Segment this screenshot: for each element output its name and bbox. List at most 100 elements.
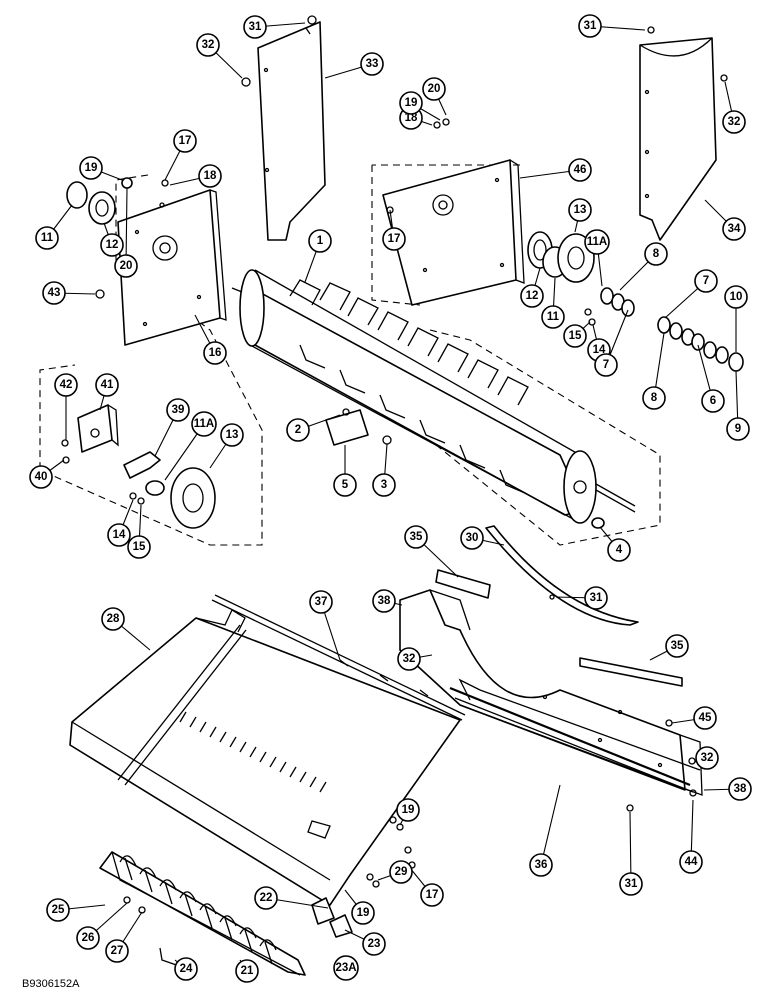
callout-38: 38 bbox=[372, 589, 396, 613]
callout-label: 11 bbox=[41, 232, 54, 244]
callout-32: 32 bbox=[397, 647, 421, 671]
callout-bubble bbox=[308, 229, 332, 253]
callout-label: 26 bbox=[82, 932, 95, 944]
callout-bubble bbox=[726, 417, 750, 441]
callout-label: 19 bbox=[357, 907, 370, 919]
callout-36: 36 bbox=[529, 853, 553, 877]
callout-22: 22 bbox=[254, 886, 278, 910]
callout-label: 6 bbox=[710, 395, 716, 407]
callout-bubble bbox=[42, 281, 66, 305]
callout-label: 14 bbox=[113, 529, 126, 541]
callout-25: 25 bbox=[46, 898, 70, 922]
callout-label: 8 bbox=[651, 392, 658, 404]
callout-17: 17 bbox=[420, 883, 444, 907]
callout-19: 19 bbox=[79, 156, 103, 180]
callout-16: 16 bbox=[203, 341, 227, 365]
callout-bubble bbox=[541, 305, 565, 329]
callout-label: 20 bbox=[428, 83, 441, 95]
callout-label: 4 bbox=[616, 544, 623, 556]
callout-label: 36 bbox=[535, 859, 548, 871]
callout-bubble bbox=[693, 706, 717, 730]
callout-label: 31 bbox=[249, 21, 262, 33]
pan-slots bbox=[179, 711, 327, 793]
callout-label: 38 bbox=[378, 595, 391, 607]
callout-label: 34 bbox=[728, 223, 741, 235]
callout-label: 19 bbox=[85, 162, 98, 174]
callout-bubble bbox=[107, 523, 131, 547]
callout-7: 7 bbox=[694, 269, 718, 293]
callout-label: 10 bbox=[730, 291, 743, 303]
callout-label: 19 bbox=[405, 97, 418, 109]
callout-bubble bbox=[724, 285, 748, 309]
callout-11: 11 bbox=[541, 305, 565, 329]
side-sheet-34 bbox=[639, 37, 717, 241]
callout-bubble bbox=[309, 590, 333, 614]
callout-bubble bbox=[665, 634, 689, 658]
callout-label: 17 bbox=[179, 135, 192, 147]
callout-bubble bbox=[114, 254, 138, 278]
callout-label: 29 bbox=[395, 866, 408, 878]
callout-7: 7 bbox=[594, 353, 618, 377]
callout-label: 9 bbox=[735, 423, 741, 435]
callout-label: 12 bbox=[106, 239, 119, 251]
callout-12: 12 bbox=[100, 233, 124, 257]
callout-label: 25 bbox=[52, 904, 65, 916]
callout-bubble bbox=[396, 798, 420, 822]
callout-label: 13 bbox=[226, 429, 239, 441]
callout-label: 11 bbox=[547, 311, 560, 323]
side-sheet-33 bbox=[257, 21, 326, 241]
callout-20: 20 bbox=[422, 77, 446, 101]
callout-31: 31 bbox=[578, 14, 602, 38]
rotor-assembly-1 bbox=[231, 269, 636, 524]
callout-label: 38 bbox=[734, 783, 747, 795]
callout-label: 45 bbox=[699, 712, 712, 724]
callout-8: 8 bbox=[644, 242, 668, 266]
callout-label: 44 bbox=[685, 856, 698, 868]
callout-bubble bbox=[166, 398, 190, 422]
callout-31: 31 bbox=[619, 872, 643, 896]
callout-21: 21 bbox=[235, 959, 259, 983]
callout-bubble bbox=[389, 860, 413, 884]
callout-11: 11 bbox=[35, 226, 59, 250]
callout-bubble bbox=[127, 535, 151, 559]
callout-bubble bbox=[382, 227, 406, 251]
callout-bubble bbox=[642, 386, 666, 410]
callout-leader bbox=[125, 187, 128, 267]
callout-19: 19 bbox=[399, 91, 423, 115]
callout-bubble bbox=[35, 226, 59, 250]
callout-bubble bbox=[568, 198, 592, 222]
callout-bubble bbox=[722, 110, 746, 134]
callout-label: 15 bbox=[569, 330, 582, 342]
callout-35: 35 bbox=[665, 634, 689, 658]
callout-bubble bbox=[728, 777, 752, 801]
callout-label: 43 bbox=[48, 287, 61, 299]
callout-13: 13 bbox=[220, 423, 244, 447]
callout-label: 30 bbox=[466, 532, 479, 544]
callout-label: 17 bbox=[388, 233, 401, 245]
callout-label: 11A bbox=[587, 236, 607, 248]
callout-bubble bbox=[196, 33, 220, 57]
callout-bubble bbox=[254, 886, 278, 910]
callout-bubble bbox=[333, 473, 357, 497]
callout-bubble bbox=[362, 932, 386, 956]
callout-label: 1 bbox=[317, 235, 324, 247]
callout-label: 23A bbox=[335, 962, 356, 974]
callout-bubble bbox=[568, 158, 592, 182]
callout-13: 13 bbox=[568, 198, 592, 222]
callout-26: 26 bbox=[76, 926, 100, 950]
callout-bubble bbox=[594, 353, 618, 377]
curved-strip-30 bbox=[485, 525, 639, 626]
callout-bubble bbox=[722, 217, 746, 241]
callout-label: 32 bbox=[701, 752, 714, 764]
callout-14: 14 bbox=[107, 523, 131, 547]
callout-39: 39 bbox=[166, 398, 190, 422]
callout-33: 33 bbox=[360, 52, 384, 76]
callout-bubble bbox=[529, 853, 553, 877]
callout-bubble bbox=[372, 473, 396, 497]
callout-label: 15 bbox=[133, 541, 146, 553]
callout-bubble bbox=[694, 269, 718, 293]
callout-label: 7 bbox=[703, 275, 709, 287]
callout-bubble bbox=[191, 411, 217, 437]
